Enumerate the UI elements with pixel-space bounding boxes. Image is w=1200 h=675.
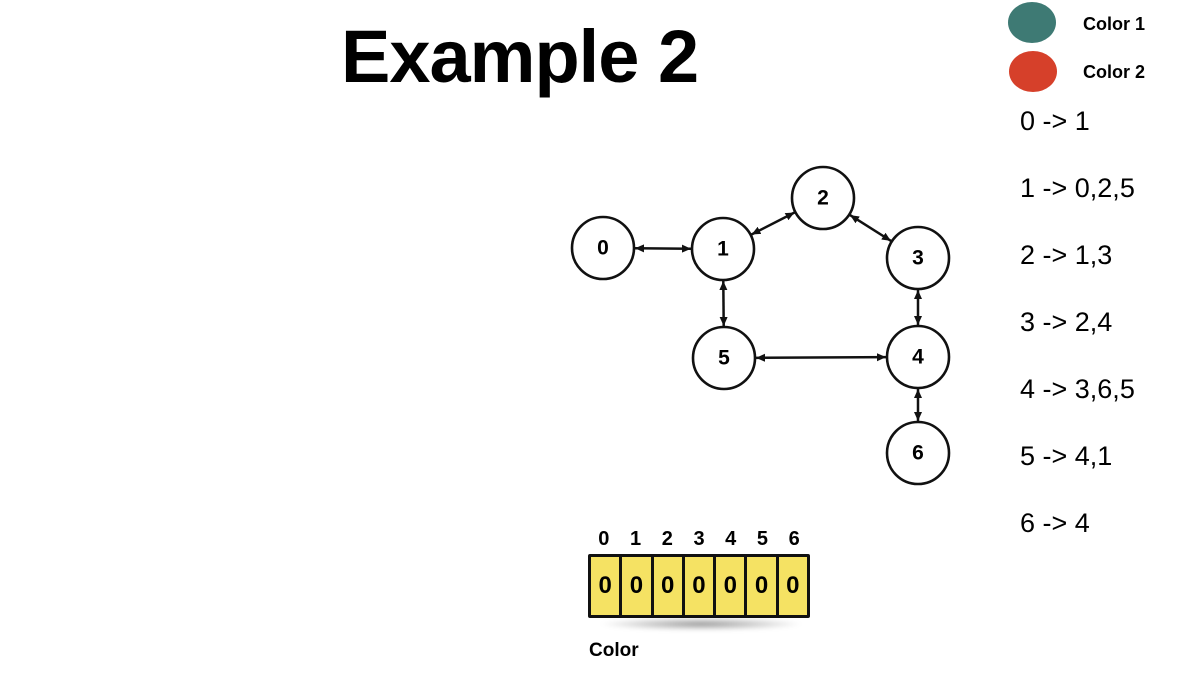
- color-array-index-1: 1: [630, 528, 642, 550]
- color-array-cell-0: 0: [591, 557, 620, 615]
- color-array-label: Color: [589, 640, 639, 661]
- color-array-shadow: [560, 615, 842, 633]
- graph-node-label-3: 3: [912, 247, 924, 270]
- graph-node-label-0: 0: [597, 237, 609, 260]
- graph-edge-4-5: [755, 353, 887, 362]
- graph-node-2: [790, 165, 856, 231]
- adjacency-entry-1: 1 -> 0,2,5: [1020, 173, 1135, 203]
- color-array-index-6: 6: [788, 528, 800, 550]
- color-array-index-3: 3: [693, 528, 705, 550]
- color-array-cell-4: 0: [716, 557, 745, 615]
- graph-node-label-1: 1: [717, 238, 729, 261]
- graph-node-label-6: 6: [912, 442, 924, 465]
- graph-node-4: [885, 324, 951, 390]
- adjacency-entry-3: 3 -> 2,4: [1020, 307, 1113, 337]
- color-2-label: Color 2: [1083, 62, 1146, 82]
- adjacency-entry-0: 0 -> 1: [1020, 106, 1090, 136]
- color-array-cell-1: 0: [622, 557, 651, 615]
- color-array-cell-2: 0: [653, 557, 682, 615]
- graph-node-label-4: 4: [912, 346, 924, 369]
- color-2-swatch: [1009, 51, 1057, 92]
- color-array-index-0: 0: [598, 528, 610, 550]
- adjacency-entry-2: 2 -> 1,3: [1020, 240, 1113, 270]
- graph-node-6: [885, 420, 951, 486]
- color-array-index-4: 4: [725, 528, 737, 550]
- graph-node-0: [570, 215, 636, 281]
- color-array-cell-3: 0: [684, 557, 714, 615]
- color-1-swatch: [1008, 2, 1056, 43]
- graph-edge-2-3: [849, 214, 892, 242]
- graph-node-3: [885, 225, 951, 291]
- graph-node-1: [690, 216, 756, 282]
- adjacency-list: 0 -> 1 1 -> 0,2,5 2 -> 1,3 3 -> 2,4 4 ->…: [1020, 106, 1135, 538]
- adjacency-entry-5: 5 -> 4,1: [1020, 441, 1113, 471]
- color-array-index-5: 5: [756, 528, 769, 550]
- adjacency-entry-4: 4 -> 3,6,5: [1020, 374, 1135, 404]
- graph-node-label-5: 5: [718, 347, 730, 370]
- color-array-index-2: 2: [661, 528, 673, 550]
- color-array-cell-5: 0: [747, 557, 776, 615]
- graph-edge-1-2: [750, 211, 796, 236]
- graph-node-label-2: 2: [817, 187, 829, 210]
- graph-node-5: [691, 325, 757, 391]
- color-1-label: Color 1: [1083, 14, 1146, 34]
- adjacency-entry-6: 6 -> 4: [1020, 508, 1090, 538]
- color-array-cell-6: 0: [778, 557, 807, 615]
- page-title: Example 2: [341, 15, 699, 98]
